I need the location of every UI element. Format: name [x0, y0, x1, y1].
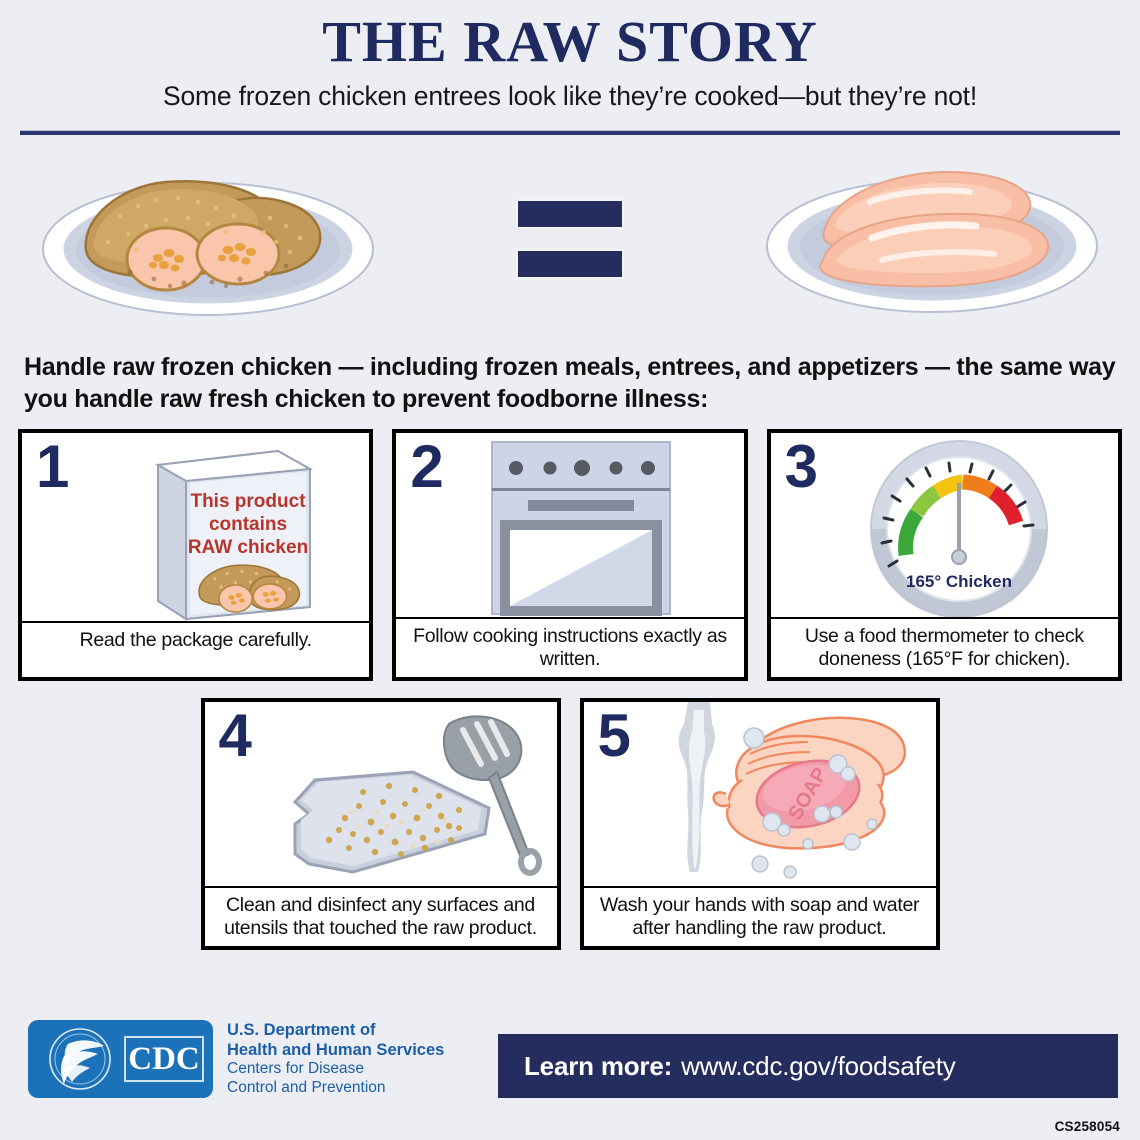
step-3-caption: Use a food thermometer to check doneness… — [770, 616, 1118, 677]
equals-bar-top — [516, 198, 624, 229]
step-1-caption: Read the package carefully. — [22, 620, 370, 677]
water-stream-icon — [678, 701, 715, 872]
step-5-caption: Wash your hands with soap and water afte… — [583, 885, 936, 946]
step-card-3: 3 — [766, 428, 1122, 681]
equals-sign-icon — [516, 198, 624, 279]
cs-code: CS258054 — [1054, 1119, 1120, 1134]
steps-row-2: 4 — [18, 681, 1122, 950]
cutting-board-icon — [292, 770, 491, 874]
step-card-2: 2 Follow cooking instructions exactly as… — [392, 428, 748, 681]
step-card-4: 4 — [200, 697, 561, 950]
hands-icon: SOAP — [711, 716, 906, 850]
page-subtitle: Some frozen chicken entrees look like th… — [162, 80, 978, 111]
step-5-number: 5 — [597, 701, 631, 769]
step-4-caption: Clean and disinfect any surfaces and ute… — [204, 885, 557, 946]
step-5-artwork: 5 — [584, 701, 936, 886]
thermometer-dial-label: 165° Chicken — [906, 572, 1012, 591]
agency-line-2: Health and Human Services — [227, 1041, 445, 1060]
raw-chicken-illustration — [762, 146, 1102, 331]
raw-chicken-plate-svg — [766, 171, 1098, 314]
equals-bar-bottom — [516, 248, 624, 279]
step-1-number: 1 — [36, 432, 70, 500]
learn-more-url[interactable]: www.cdc.gov/foodsafety — [681, 1050, 956, 1081]
agency-line-3: Centers for Disease — [227, 1060, 364, 1078]
lead-paragraph: Handle raw frozen chicken — including fr… — [24, 352, 1116, 413]
cdc-logo-lockup[interactable]: CDC U.S. Department of Health and Human … — [28, 1020, 444, 1099]
footer: CDC U.S. Department of Health and Human … — [18, 1012, 1122, 1134]
cdc-badge: CDC — [28, 1020, 213, 1099]
handwashing-icon: SOAP — [678, 701, 906, 879]
frozen-food-package-icon: This product contains RAW chicken — [154, 449, 314, 621]
header-divider — [20, 129, 1120, 135]
cutting-board-and-spatula-icon — [292, 715, 542, 876]
agency-line-1: U.S. Department of — [227, 1021, 376, 1039]
step-2-number: 2 — [410, 432, 444, 500]
page-title: THE RAW STORY — [322, 9, 818, 74]
step-3-artwork: 3 — [771, 433, 1118, 617]
learn-more-label: Learn more: — [524, 1050, 673, 1081]
step-2-artwork: 2 — [396, 433, 743, 617]
cooked-looking-entree-illustration — [38, 146, 378, 331]
step-3-number: 3 — [784, 432, 819, 500]
cdc-logo-text: CDC — [124, 1036, 204, 1083]
step-card-5: 5 — [579, 697, 940, 950]
hero-comparison — [18, 135, 1122, 335]
steps-row-1: 1 This product contains RAW chicken — [18, 415, 1122, 681]
hhs-seal-icon — [49, 1028, 111, 1090]
svg-text:This product: This product — [190, 491, 306, 512]
agency-line-4: Control and Prevention — [227, 1079, 386, 1097]
step-card-1: 1 This product contains RAW chicken — [18, 428, 374, 681]
svg-text:RAW chicken: RAW chicken — [188, 537, 308, 558]
step-2-caption: Follow cooking instructions exactly as w… — [396, 616, 744, 677]
learn-more-banner[interactable]: Learn more: www.cdc.gov/foodsafety — [498, 1034, 1118, 1098]
spatula-icon — [442, 715, 542, 876]
svg-text:contains: contains — [209, 514, 287, 535]
step-4-number: 4 — [218, 701, 252, 769]
step-1-artwork: 1 This product contains RAW chicken — [22, 433, 369, 621]
food-thermometer-dial-icon: 165° Chicken — [869, 439, 1048, 617]
bubbles-icon — [742, 727, 878, 879]
agency-name-block: U.S. Department of Health and Human Serv… — [227, 1020, 444, 1098]
step-4-artwork: 4 — [205, 702, 557, 886]
oven-icon — [491, 440, 672, 616]
breaded-chicken-plate-svg — [42, 180, 374, 317]
